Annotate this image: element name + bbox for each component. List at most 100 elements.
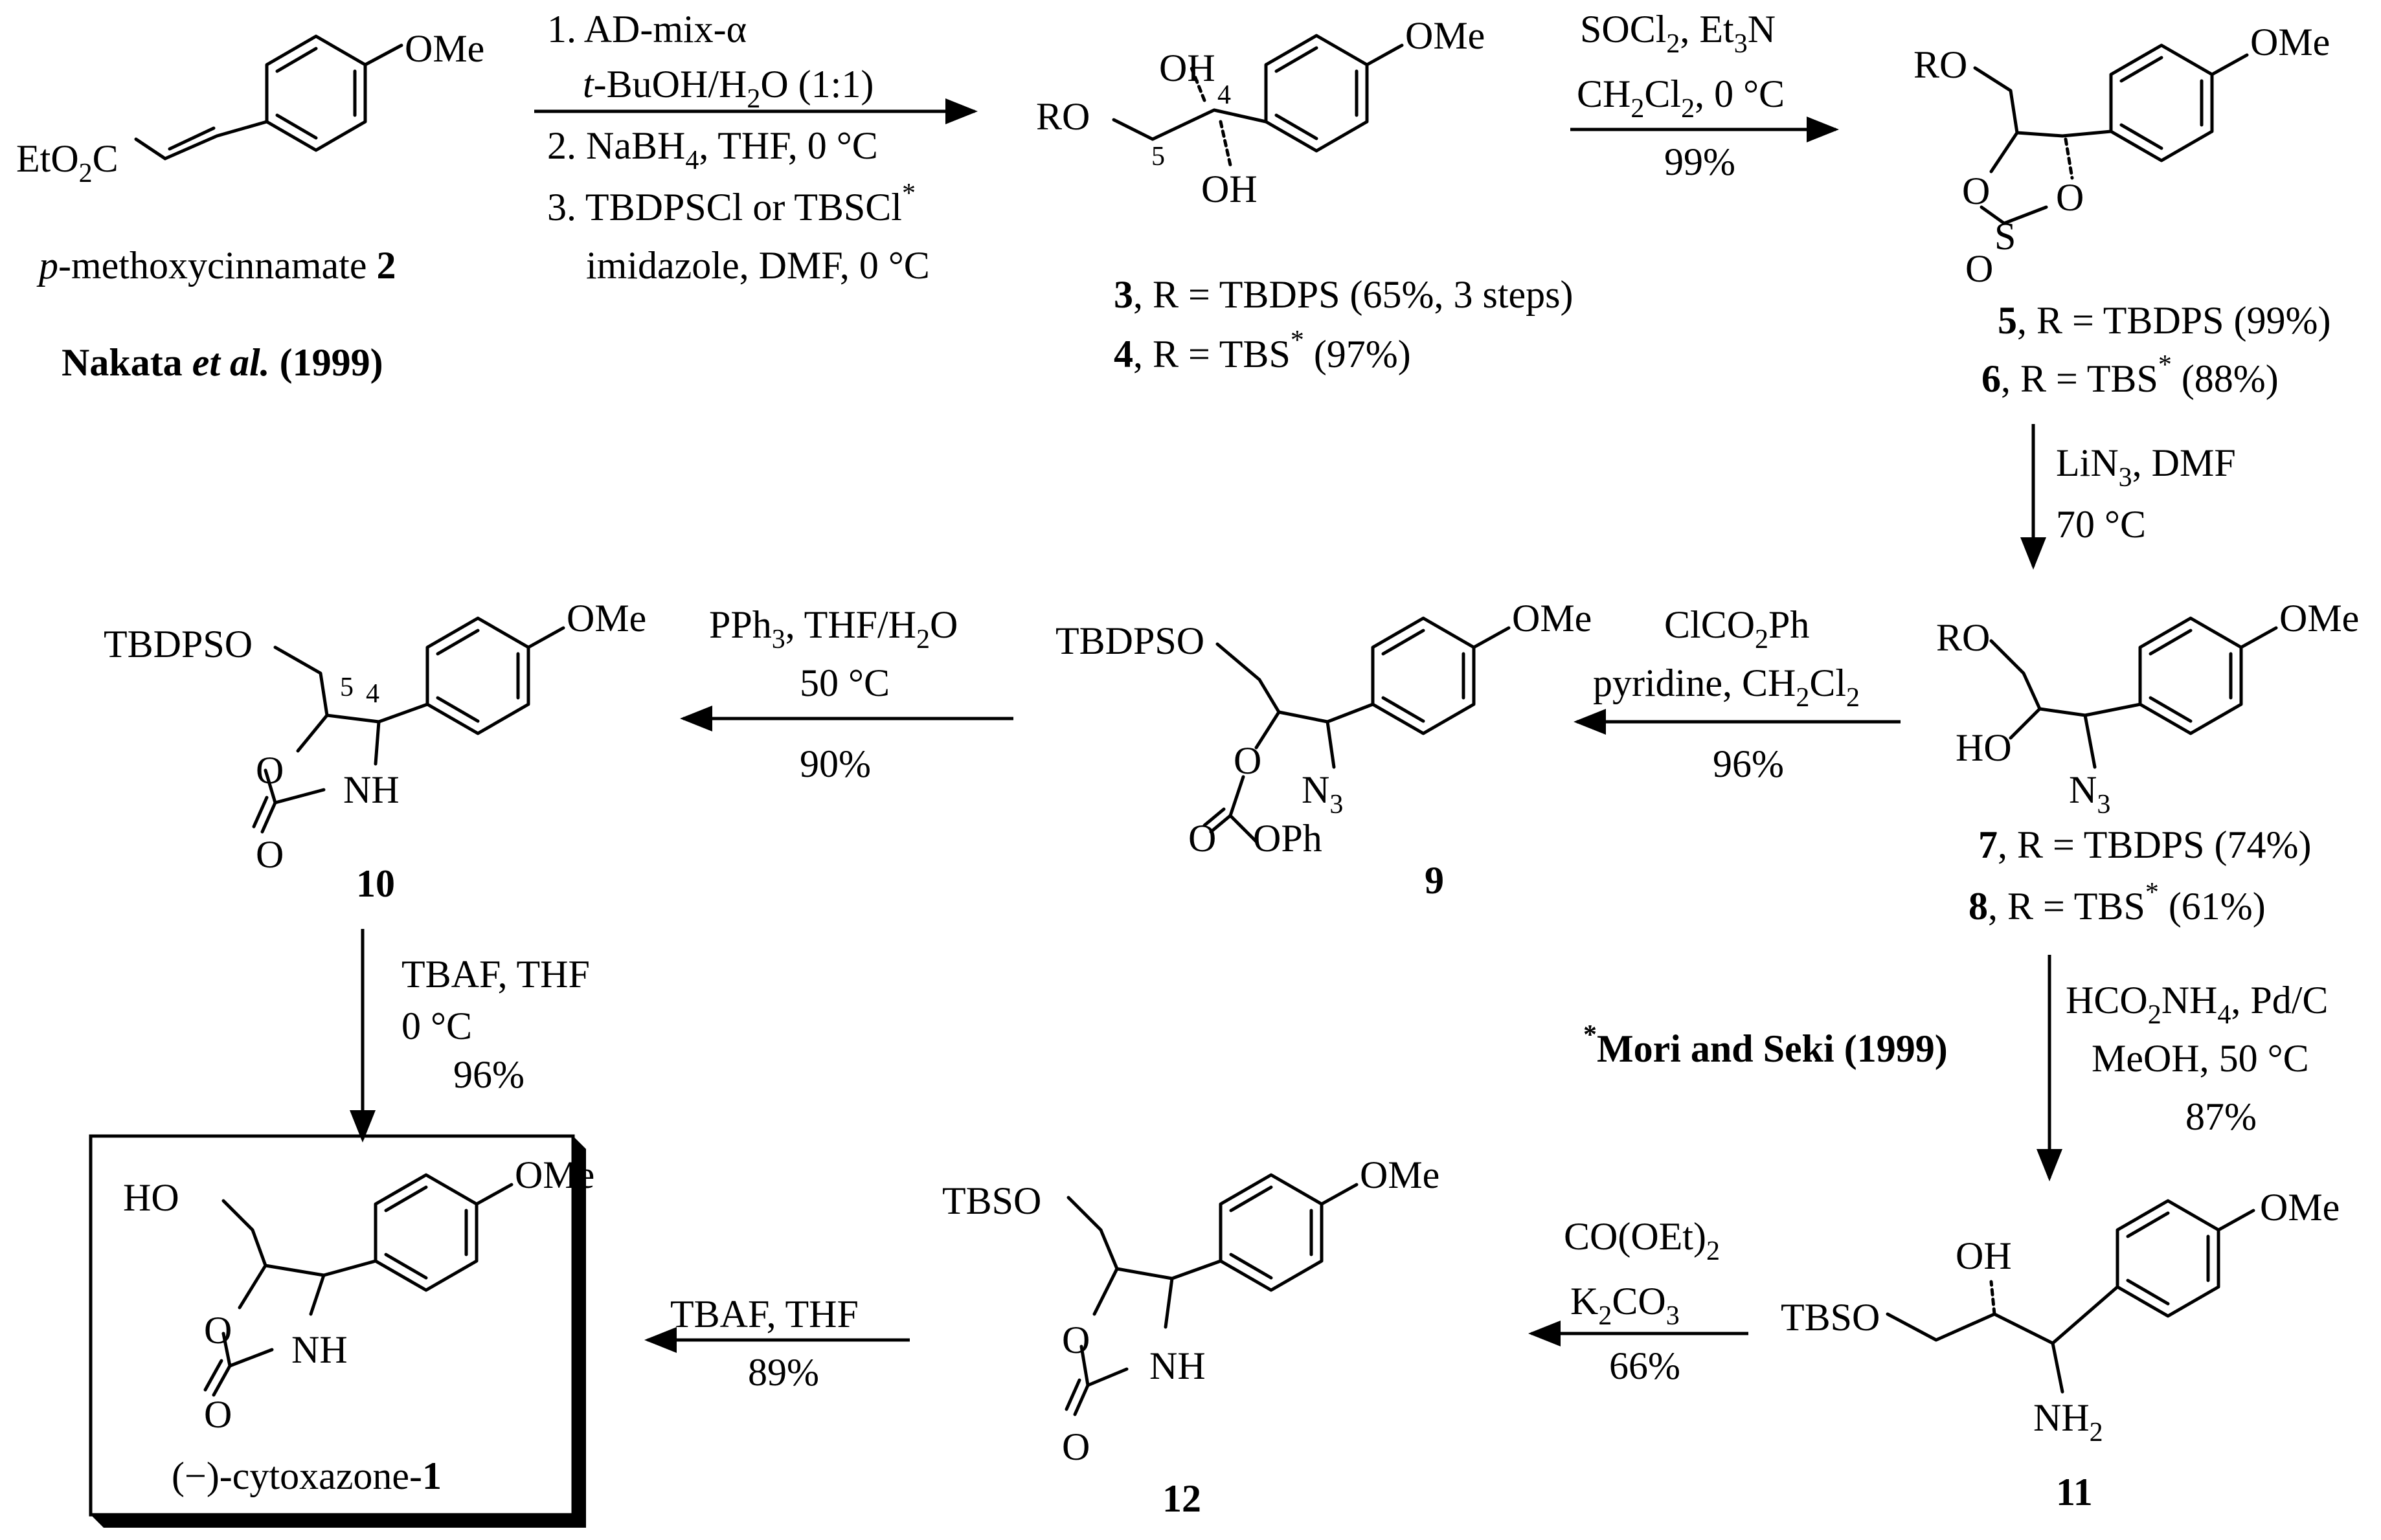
step-7-conditions: HCO2NH4, Pd/C MeOH, 50 °C 87% [2066,979,2328,1138]
svg-text:5: 5 [340,673,354,702]
svg-text:OMe: OMe [515,1154,594,1196]
svg-text:66%: 66% [1609,1345,1680,1387]
svg-text:O: O [1965,247,1993,290]
step-3-conditions: LiN3, DMF 70 °C [2056,441,2236,546]
svg-text:0 °C: 0 °C [401,1005,472,1047]
svg-text:CH2Cl2, 0 °C: CH2Cl2, 0 °C [1577,73,1785,124]
oxazolidinone-10: OMe TBDPSO 5 4 O NH O 10 [104,597,646,905]
svg-text:9: 9 [1425,859,1444,902]
svg-text:MeOH, 50 °C: MeOH, 50 °C [2092,1037,2309,1080]
step-4-conditions: ClCO2Ph pyridine, CH2Cl2 96% [1593,603,1860,785]
svg-text:OMe: OMe [1512,597,1592,640]
svg-text:PPh3, THF/H2O: PPh3, THF/H2O [709,603,958,654]
svg-text:NH2: NH2 [2033,1396,2103,1447]
svg-text:RO: RO [1913,43,1967,86]
svg-text:4: 4 [1217,80,1231,110]
svg-text:K2CO3: K2CO3 [1570,1280,1680,1331]
cytoxazone-1: OMe HO O NH O (−)-cytoxazone-1 [123,1154,594,1497]
svg-text:S: S [1994,215,2016,258]
svg-text:11: 11 [2056,1471,2093,1513]
svg-text:2. NaBH4, THF, 0 °C: 2. NaBH4, THF, 0 °C [547,124,878,175]
svg-text:t-BuOH/H2O (1:1): t-BuOH/H2O (1:1) [583,63,874,114]
svg-text:7, R = TBDPS (74%): 7, R = TBDPS (74%) [1978,823,2311,866]
svg-text:O: O [1062,1425,1090,1468]
svg-text:HO: HO [123,1176,179,1219]
svg-text:pyridine, CH2Cl2: pyridine, CH2Cl2 [1593,662,1860,713]
svg-text:RO: RO [1036,95,1090,138]
ester-label: EtO2C [16,137,118,188]
svg-text:89%: 89% [748,1351,819,1394]
svg-text:1. AD-mix-α: 1. AD-mix-α [547,8,747,50]
svg-text:NH: NH [291,1328,348,1371]
product-box [89,1134,586,1528]
svg-text:TBSO: TBSO [1781,1296,1880,1339]
svg-text:O: O [256,749,284,792]
svg-text:O: O [2056,176,2084,219]
svg-text:RO: RO [1936,616,1990,659]
svg-text:N3: N3 [2069,768,2110,820]
cinnamate-2: OMe EtO2C p-methoxycinnamate 2 Nakata et… [16,27,484,384]
step-5-conditions: PPh3, THF/H2O 50 °C 90% [709,603,958,785]
svg-text:OPh: OPh [1253,817,1322,860]
step-1-conditions: 1. AD-mix-α t-BuOH/H2O (1:1) 2. NaBH4, T… [547,8,930,287]
svg-text:N3: N3 [1302,768,1343,820]
svg-text:70 °C: 70 °C [2056,503,2146,546]
svg-text:TBSO: TBSO [942,1179,1041,1222]
svg-text:O: O [256,833,284,876]
svg-text:4: 4 [366,679,379,709]
svg-text:OH: OH [1201,168,1258,210]
svg-text:99%: 99% [1664,140,1735,183]
step-2-conditions: SOCl2, Et3N CH2Cl2, 0 °C 99% [1577,8,1785,183]
svg-text:HO: HO [1956,726,2012,769]
svg-text:8, R = TBS* (61%): 8, R = TBS* (61%) [1969,878,2266,928]
svg-text:imidazole, DMF, 0 °C: imidazole, DMF, 0 °C [586,244,930,287]
svg-text:12: 12 [1162,1477,1201,1520]
svg-text:96%: 96% [1713,742,1784,785]
svg-text:O: O [204,1393,232,1436]
svg-text:OMe: OMe [567,597,646,640]
svg-text:96%: 96% [453,1053,525,1096]
azide-7-8: OMe RO HO N3 7, R = TBDPS (74%) 8, R = T… [1936,597,2359,928]
citation-nakata: Nakata et al. (1999) [62,341,383,384]
svg-text:NH: NH [343,768,400,811]
compound-name-2: p-methoxycinnamate 2 [36,244,396,287]
svg-text:OMe: OMe [2250,21,2330,63]
svg-text:CO(OEt)2: CO(OEt)2 [1564,1215,1720,1266]
svg-text:90%: 90% [800,742,871,785]
svg-text:TBDPSO: TBDPSO [104,623,253,665]
svg-text:87%: 87% [2185,1095,2257,1138]
svg-text:O: O [1234,739,1261,782]
svg-text:3. TBDPSCl or TBSCl*: 3. TBDPSCl or TBSCl* [547,179,916,229]
svg-text:ClCO2Ph: ClCO2Ph [1664,603,1809,654]
svg-text:OMe: OMe [2279,597,2359,640]
svg-text:SOCl2, Et3N: SOCl2, Et3N [1580,8,1776,59]
svg-text:O: O [1188,817,1216,860]
svg-text:TBAF, THF: TBAF, THF [401,953,590,996]
svg-text:4, R = TBS* (97%): 4, R = TBS* (97%) [1114,326,1411,375]
oxazolidinone-12: OMe TBSO O NH O 12 [942,1154,1439,1520]
svg-text:TBAF, THF: TBAF, THF [670,1293,859,1335]
methoxy-label: OMe [405,27,484,70]
svg-text:10: 10 [356,862,395,905]
step-6-conditions: TBAF, THF 0 °C 96% [401,953,590,1096]
svg-text:5, R = TBDPS (99%): 5, R = TBDPS (99%) [1998,299,2330,342]
sulfite-5-6: OMe RO O O S O 5, R = TBDPS (99%) 6, R =… [1913,21,2330,400]
svg-text:50 °C: 50 °C [800,662,890,704]
svg-text:HCO2NH4, Pd/C: HCO2NH4, Pd/C [2066,979,2328,1030]
svg-text:OMe: OMe [1360,1154,1439,1196]
step-9-conditions: TBAF, THF 89% [670,1293,859,1394]
carbonate-9: OMe TBDPSO O N3 O OPh 9 [1055,597,1592,902]
svg-text:NH: NH [1149,1345,1206,1387]
svg-text:OH: OH [1159,47,1215,89]
svg-text:O: O [1962,170,1990,212]
svg-text:LiN3, DMF: LiN3, DMF [2056,441,2236,493]
svg-text:3, R = TBDPS (65%, 3 steps): 3, R = TBDPS (65%, 3 steps) [1114,273,1573,316]
svg-text:O: O [204,1309,232,1352]
diol-3-4: OMe OH OH RO 5 4 3, R = TBDPS (65%, 3 st… [1036,14,1573,375]
svg-text:(−)-cytoxazone-1: (−)-cytoxazone-1 [172,1455,442,1497]
svg-text:6, R = TBS* (88%): 6, R = TBS* (88%) [1981,350,2279,400]
amine-11: OMe OH TBSO NH2 11 [1781,1186,2340,1513]
svg-text:OMe: OMe [1405,14,1485,57]
svg-text:OMe: OMe [2260,1186,2340,1229]
